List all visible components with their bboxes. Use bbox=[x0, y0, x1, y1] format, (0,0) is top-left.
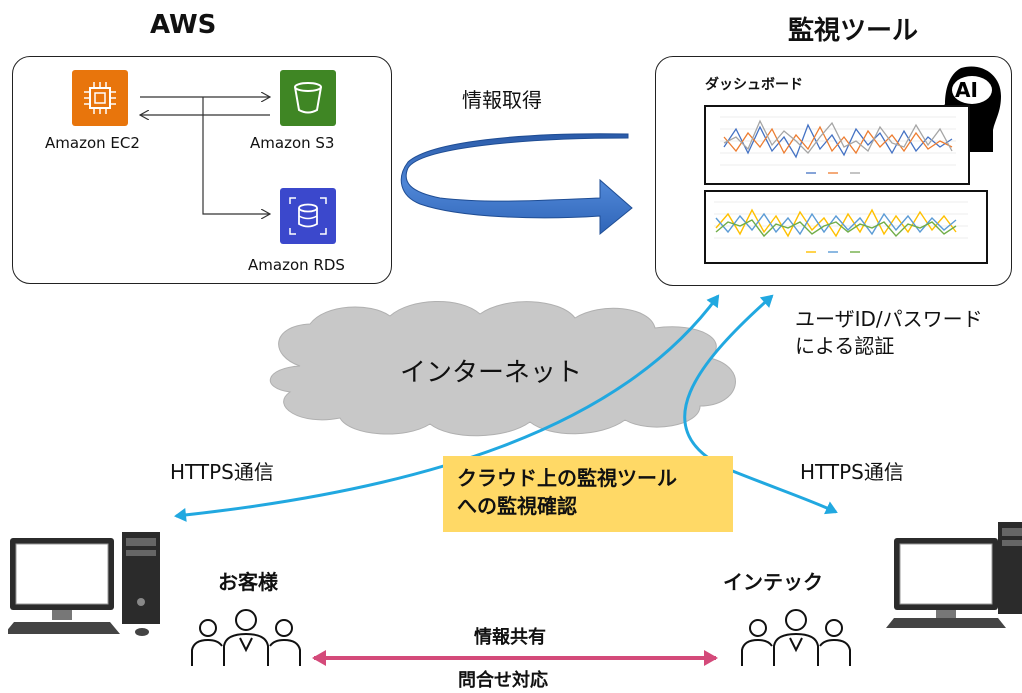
https-right-label: HTTPS通信 bbox=[800, 460, 904, 484]
inquiry-label: 問合せ対応 bbox=[458, 670, 548, 691]
chart-1-lines bbox=[720, 116, 956, 174]
auth-label: ユーザID/パスワード による認証 bbox=[795, 307, 983, 358]
s3-label: Amazon S3 bbox=[250, 134, 335, 152]
monitor-title: 監視ツール bbox=[788, 16, 919, 46]
info-fetch-label: 情報取得 bbox=[462, 88, 542, 112]
curved-fetch-arrow bbox=[400, 133, 633, 236]
dashboard-chart-1 bbox=[704, 105, 970, 185]
intec-computer-icon bbox=[886, 522, 1022, 628]
customer-computer-icon bbox=[8, 532, 160, 636]
rds-label: Amazon RDS bbox=[248, 256, 345, 274]
share-double-arrow bbox=[312, 650, 718, 666]
s3-bucket-icon bbox=[280, 70, 336, 126]
customer-label: お客様 bbox=[218, 570, 278, 594]
intec-label: インテック bbox=[723, 570, 823, 594]
https-left-label: HTTPS通信 bbox=[170, 460, 274, 484]
chart-2-lines bbox=[714, 201, 968, 253]
intec-people-icon bbox=[741, 609, 851, 666]
customer-people-icon bbox=[191, 609, 301, 666]
share-label: 情報共有 bbox=[474, 627, 546, 648]
aws-title: AWS bbox=[150, 10, 217, 40]
ai-badge: AI bbox=[955, 78, 978, 102]
dashboard-chart-2 bbox=[704, 190, 988, 264]
dashboard-title: ダッシュボード bbox=[705, 77, 803, 93]
ec2-label: Amazon EC2 bbox=[45, 134, 140, 152]
ec2-icon bbox=[72, 70, 128, 126]
rds-database-icon bbox=[280, 188, 336, 244]
monitoring-check-highlight: クラウド上の監視ツール への監視確認 bbox=[443, 456, 733, 532]
